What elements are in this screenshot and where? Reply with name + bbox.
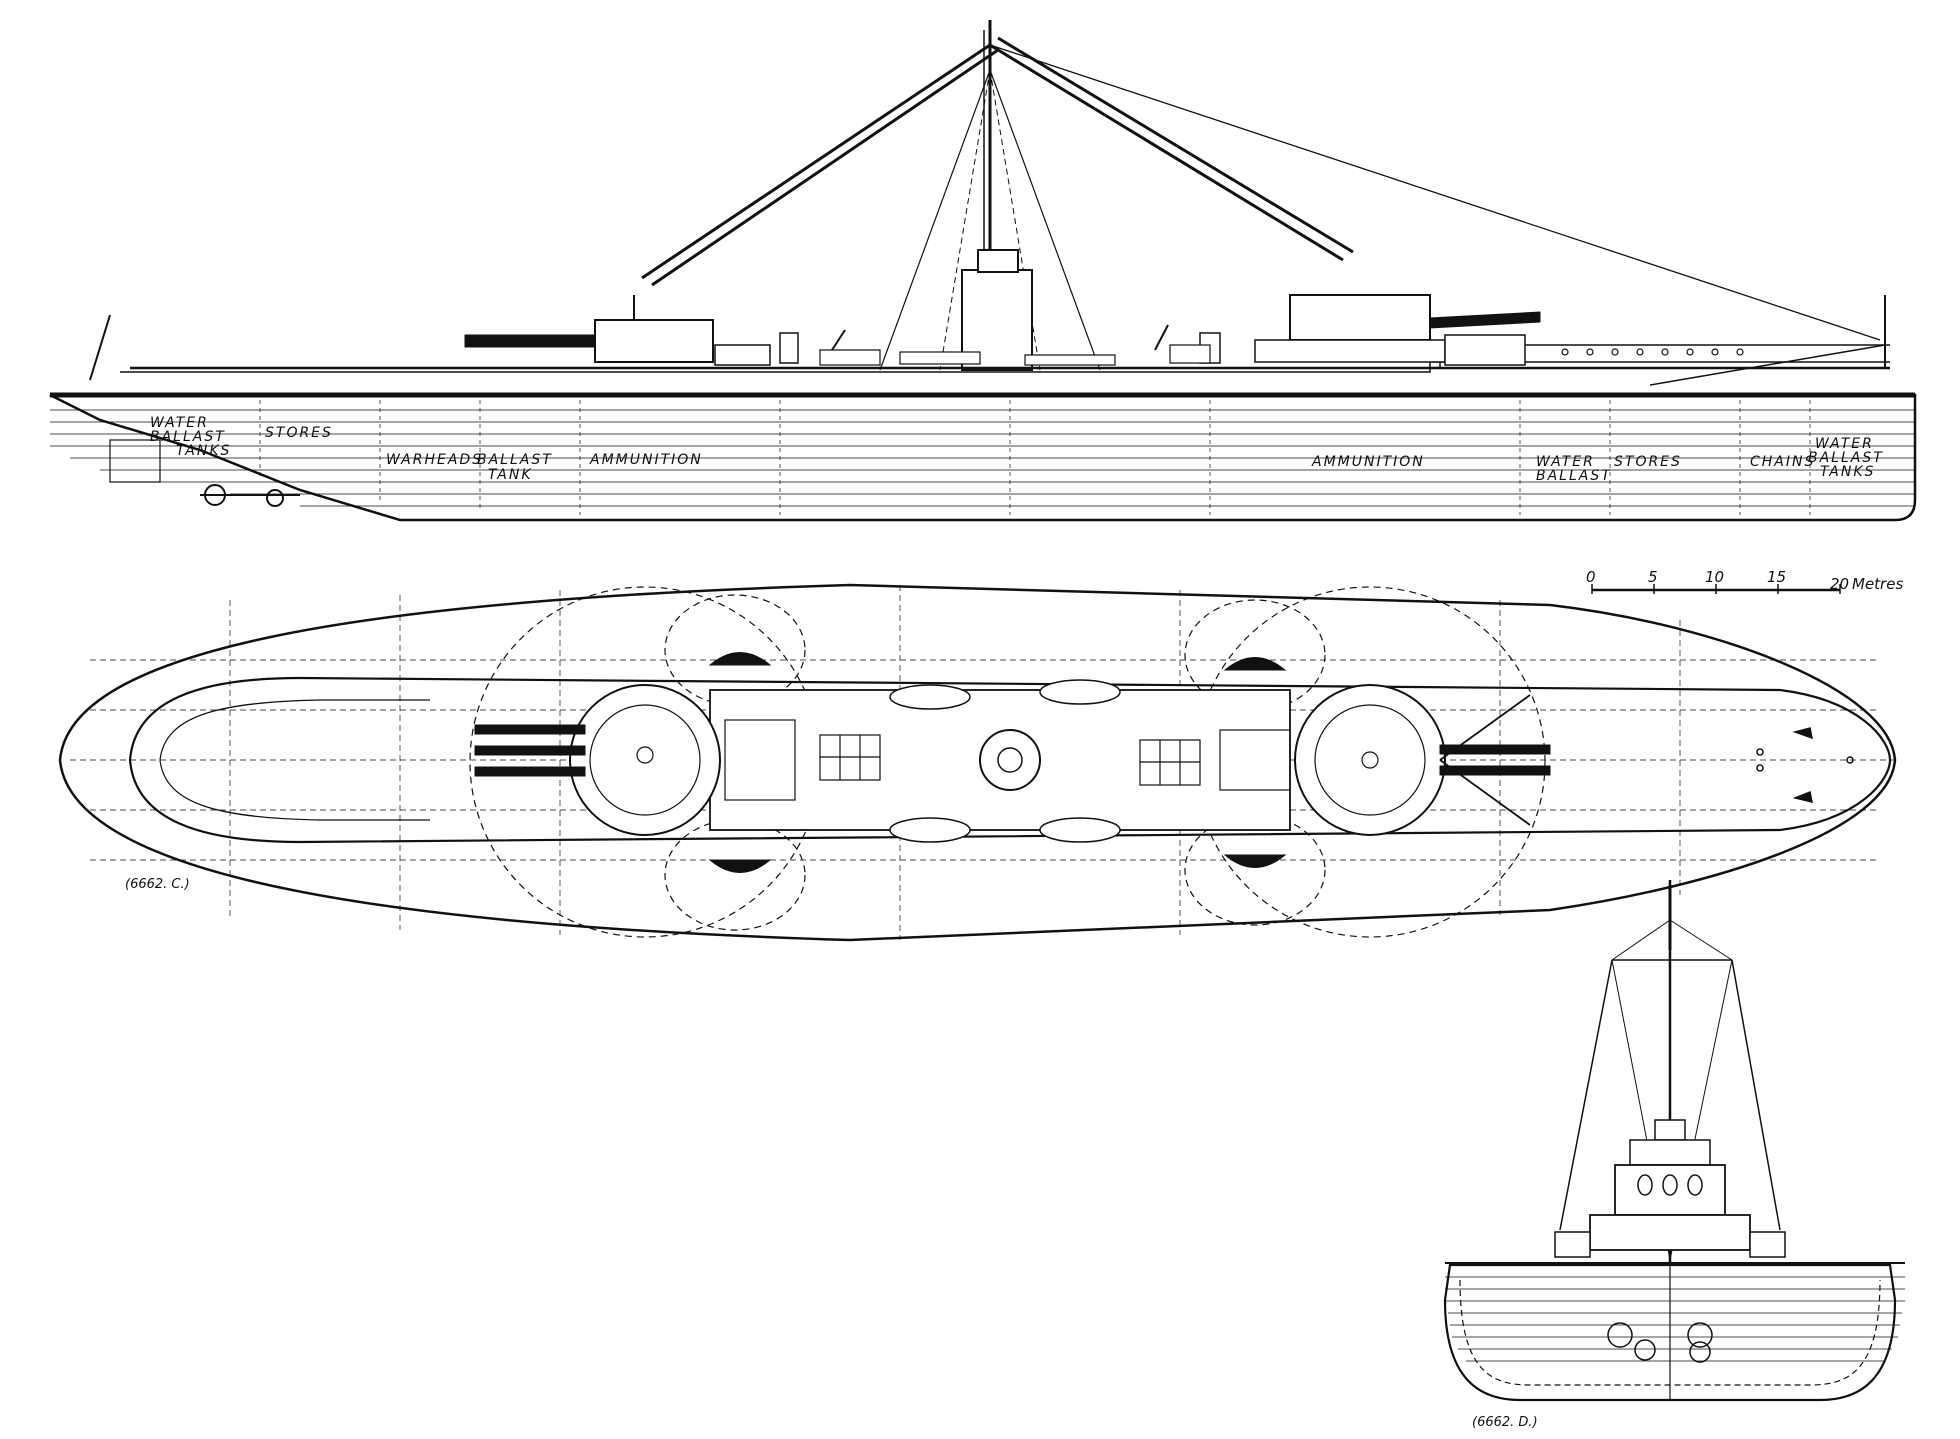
scale-tick-0: 0 — [1586, 568, 1596, 586]
label-stores-fwd: STORES — [1614, 454, 1682, 470]
label-water-fwd-1: WATER — [1536, 454, 1595, 470]
label-chains: CHAINS — [1750, 454, 1815, 470]
scale-tick-20: 20 — [1830, 575, 1849, 593]
label-water-fwd-tanks-1: WATER — [1815, 436, 1874, 452]
fwd-turret-profile — [1199, 294, 1541, 366]
scale-bar: 0 5 10 15 20 Metres — [1586, 568, 1903, 594]
side-profile: WATER BALLAST TANKS STORES WARHEADS BALL… — [49, 20, 1917, 522]
plan-view: (6662. C.) — [58, 583, 1897, 942]
label-warheads: WARHEADS — [386, 452, 483, 468]
scale-tick-5: 5 — [1648, 568, 1658, 586]
label-ballast-fwd-tanks-2: BALLAST — [1808, 450, 1884, 466]
label-stores-aft: STORES — [265, 425, 333, 441]
label-ballast-fwd-2: BALLAST — [1536, 468, 1612, 484]
hull-profile — [49, 295, 1917, 522]
label-water-aft-1: WATER — [150, 415, 209, 431]
derrick-booms — [641, 36, 1881, 341]
label-ammunition-fwd: AMMUNITION — [1311, 454, 1425, 470]
label-tanks-aft-3: TANKS — [176, 443, 231, 459]
main-mast — [879, 20, 1101, 371]
plan-view-reference: (6662. C.) — [125, 877, 190, 892]
scale-tick-15: 15 — [1767, 568, 1786, 586]
label-ballast-tank-1: BALLAST — [477, 452, 553, 468]
label-tanks-fwd-tanks-3: TANKS — [1820, 464, 1875, 480]
deck-fittings — [819, 324, 1744, 366]
label-ballast-aft-2: BALLAST — [150, 429, 226, 445]
compartment-labels: WATER BALLAST TANKS STORES WARHEADS BALL… — [150, 415, 1884, 484]
section-view: (6662. D.) — [1443, 880, 1905, 1430]
label-ballast-tank-2: TANK — [488, 467, 533, 483]
section-view-reference: (6662. D.) — [1472, 1415, 1538, 1430]
aft-turret-profile — [464, 295, 799, 366]
scale-unit: Metres — [1852, 575, 1903, 593]
scale-tick-10: 10 — [1705, 568, 1724, 586]
label-ammunition-aft: AMMUNITION — [589, 452, 703, 468]
